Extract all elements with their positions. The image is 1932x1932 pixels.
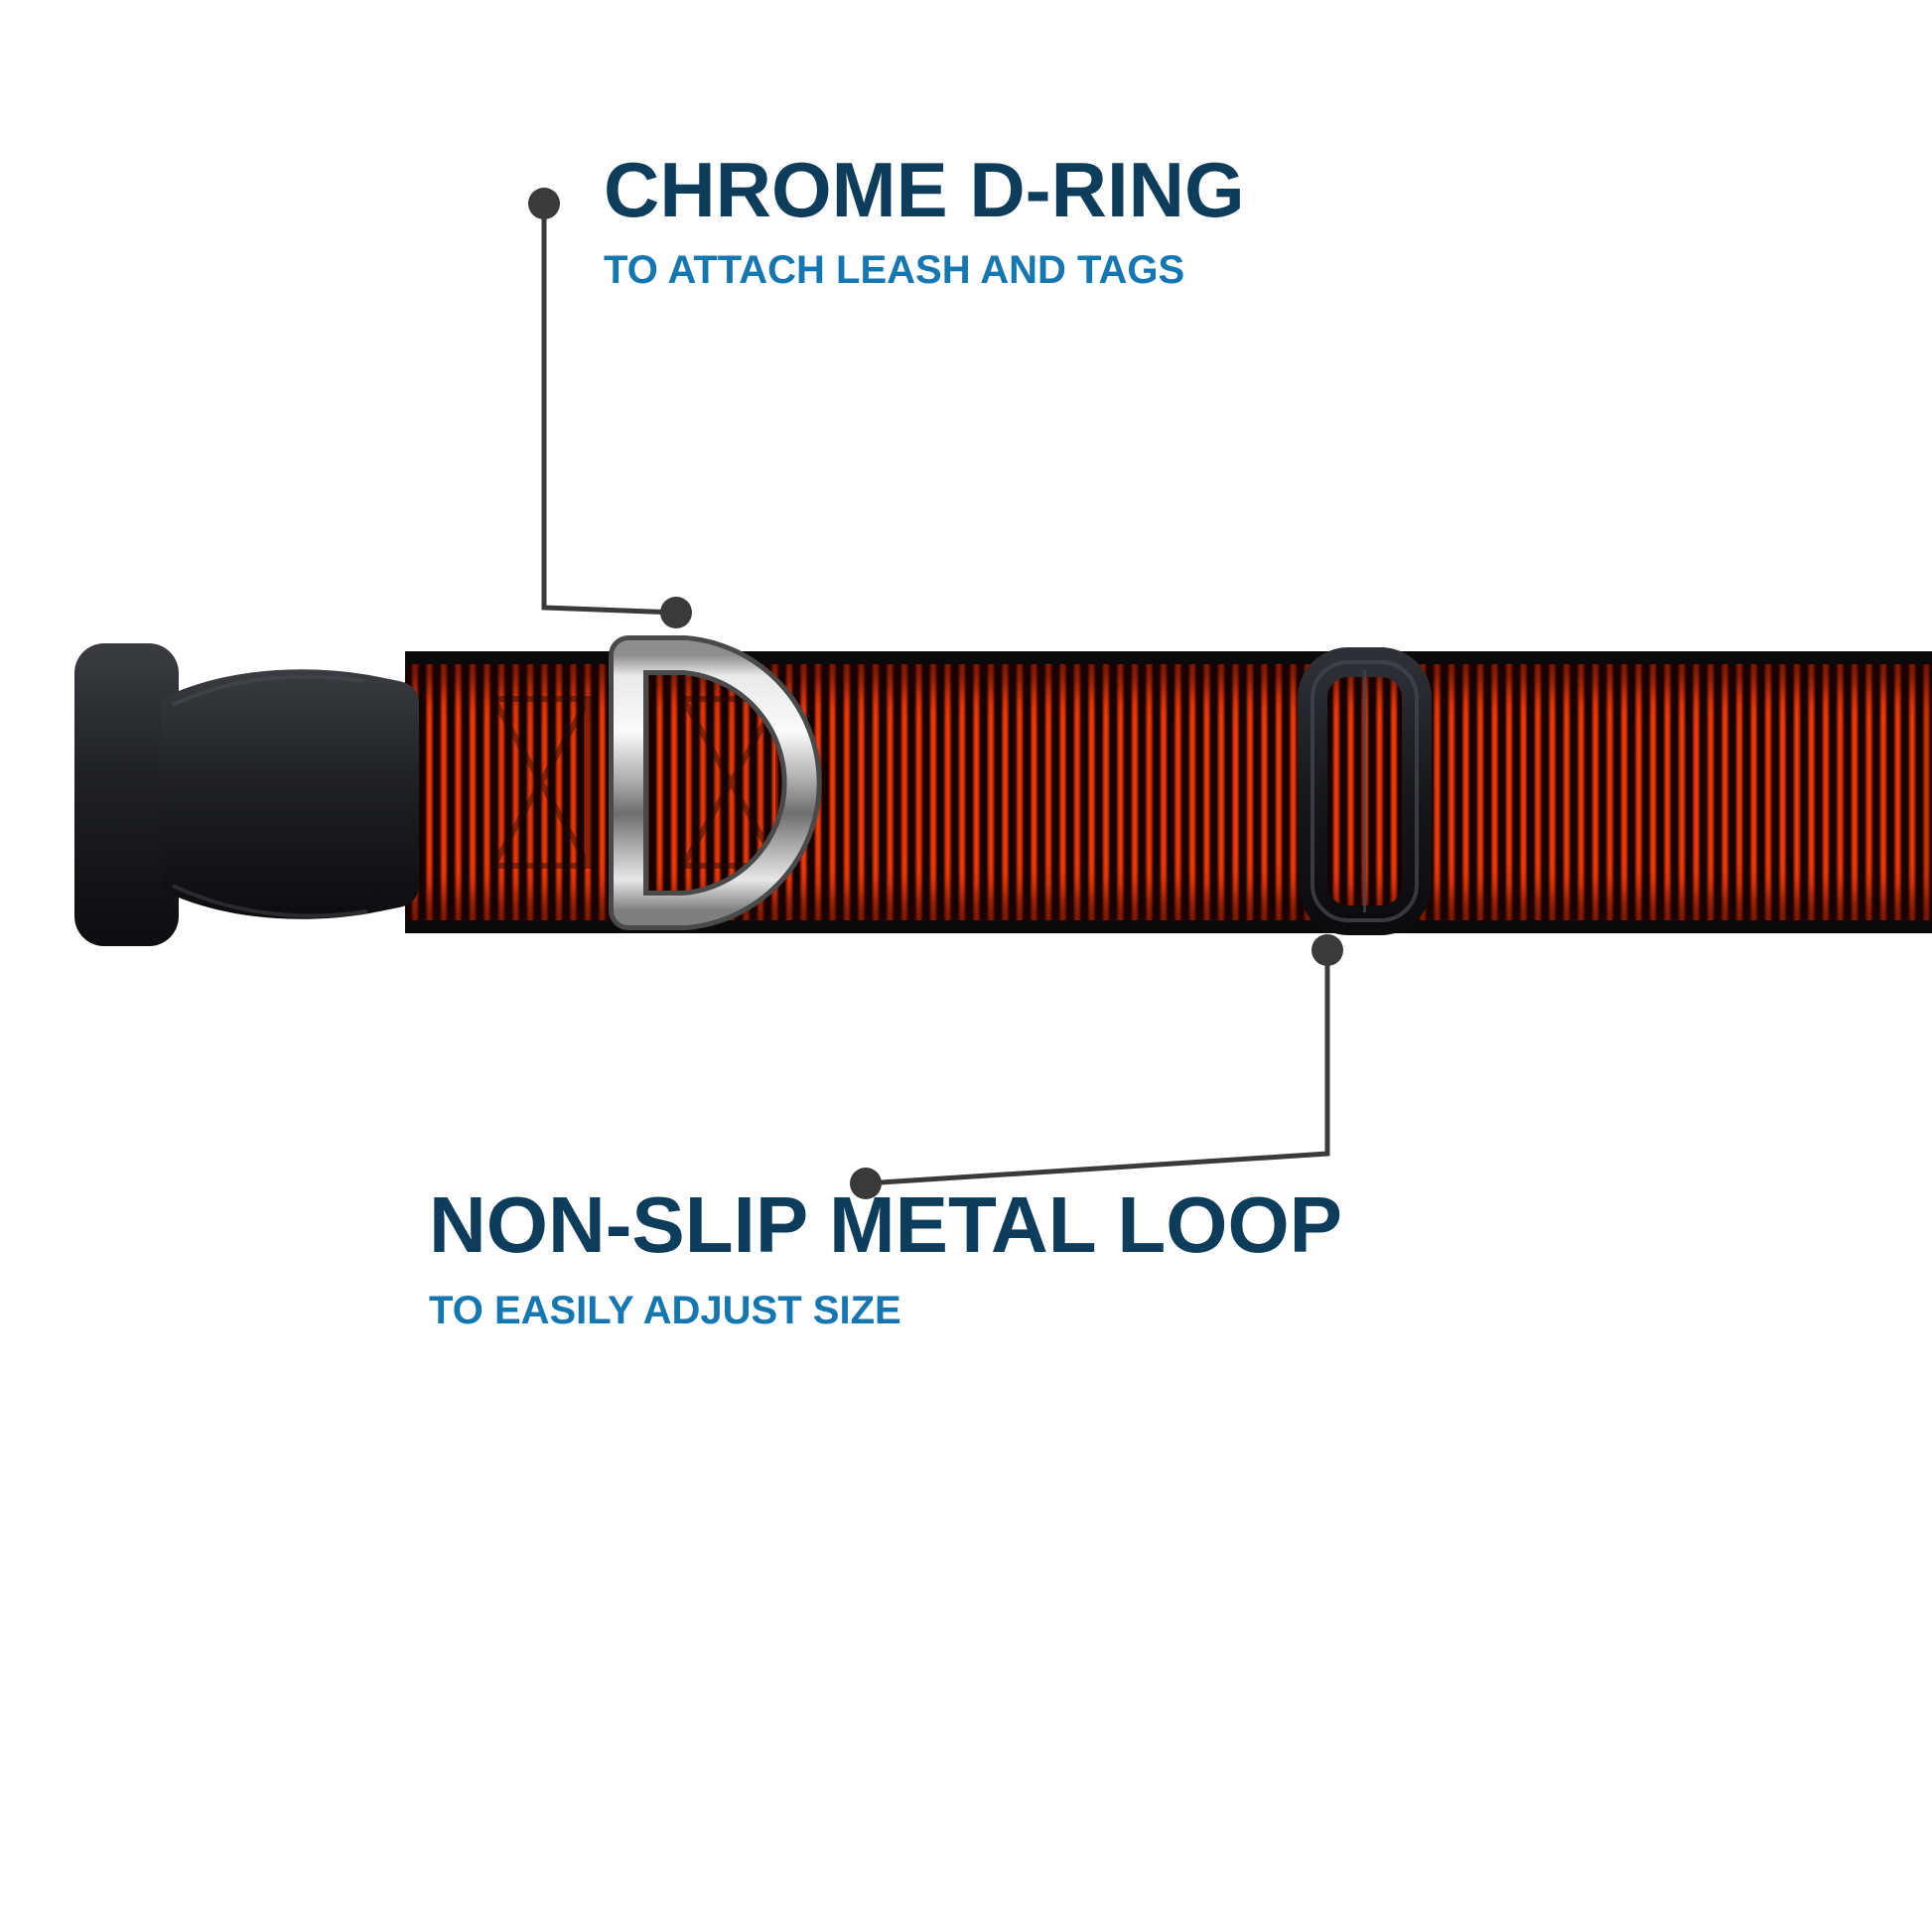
non-slip-metal-loop bbox=[1298, 647, 1432, 935]
callout-title: CHROME D-RING bbox=[604, 146, 1245, 233]
side-release-buckle bbox=[74, 643, 419, 946]
callout-subtitle: TO EASILY ADJUST SIZE bbox=[429, 1289, 901, 1332]
callout-dot bbox=[528, 188, 560, 219]
collar-webbing bbox=[405, 651, 1932, 933]
callout-title: NON-SLIP METAL LOOP bbox=[429, 1180, 1343, 1269]
callout-line-metal-loop bbox=[865, 950, 1330, 1186]
callout-d-ring: CHROME D-RING TO ATTACH LEASH AND TAGS bbox=[604, 151, 1245, 293]
chrome-d-ring bbox=[609, 635, 822, 930]
callout-subtitle: TO ATTACH LEASH AND TAGS bbox=[604, 248, 1185, 292]
callout-metal-loop: NON-SLIP METAL LOOP TO EASILY ADJUST SIZ… bbox=[429, 1185, 1342, 1333]
